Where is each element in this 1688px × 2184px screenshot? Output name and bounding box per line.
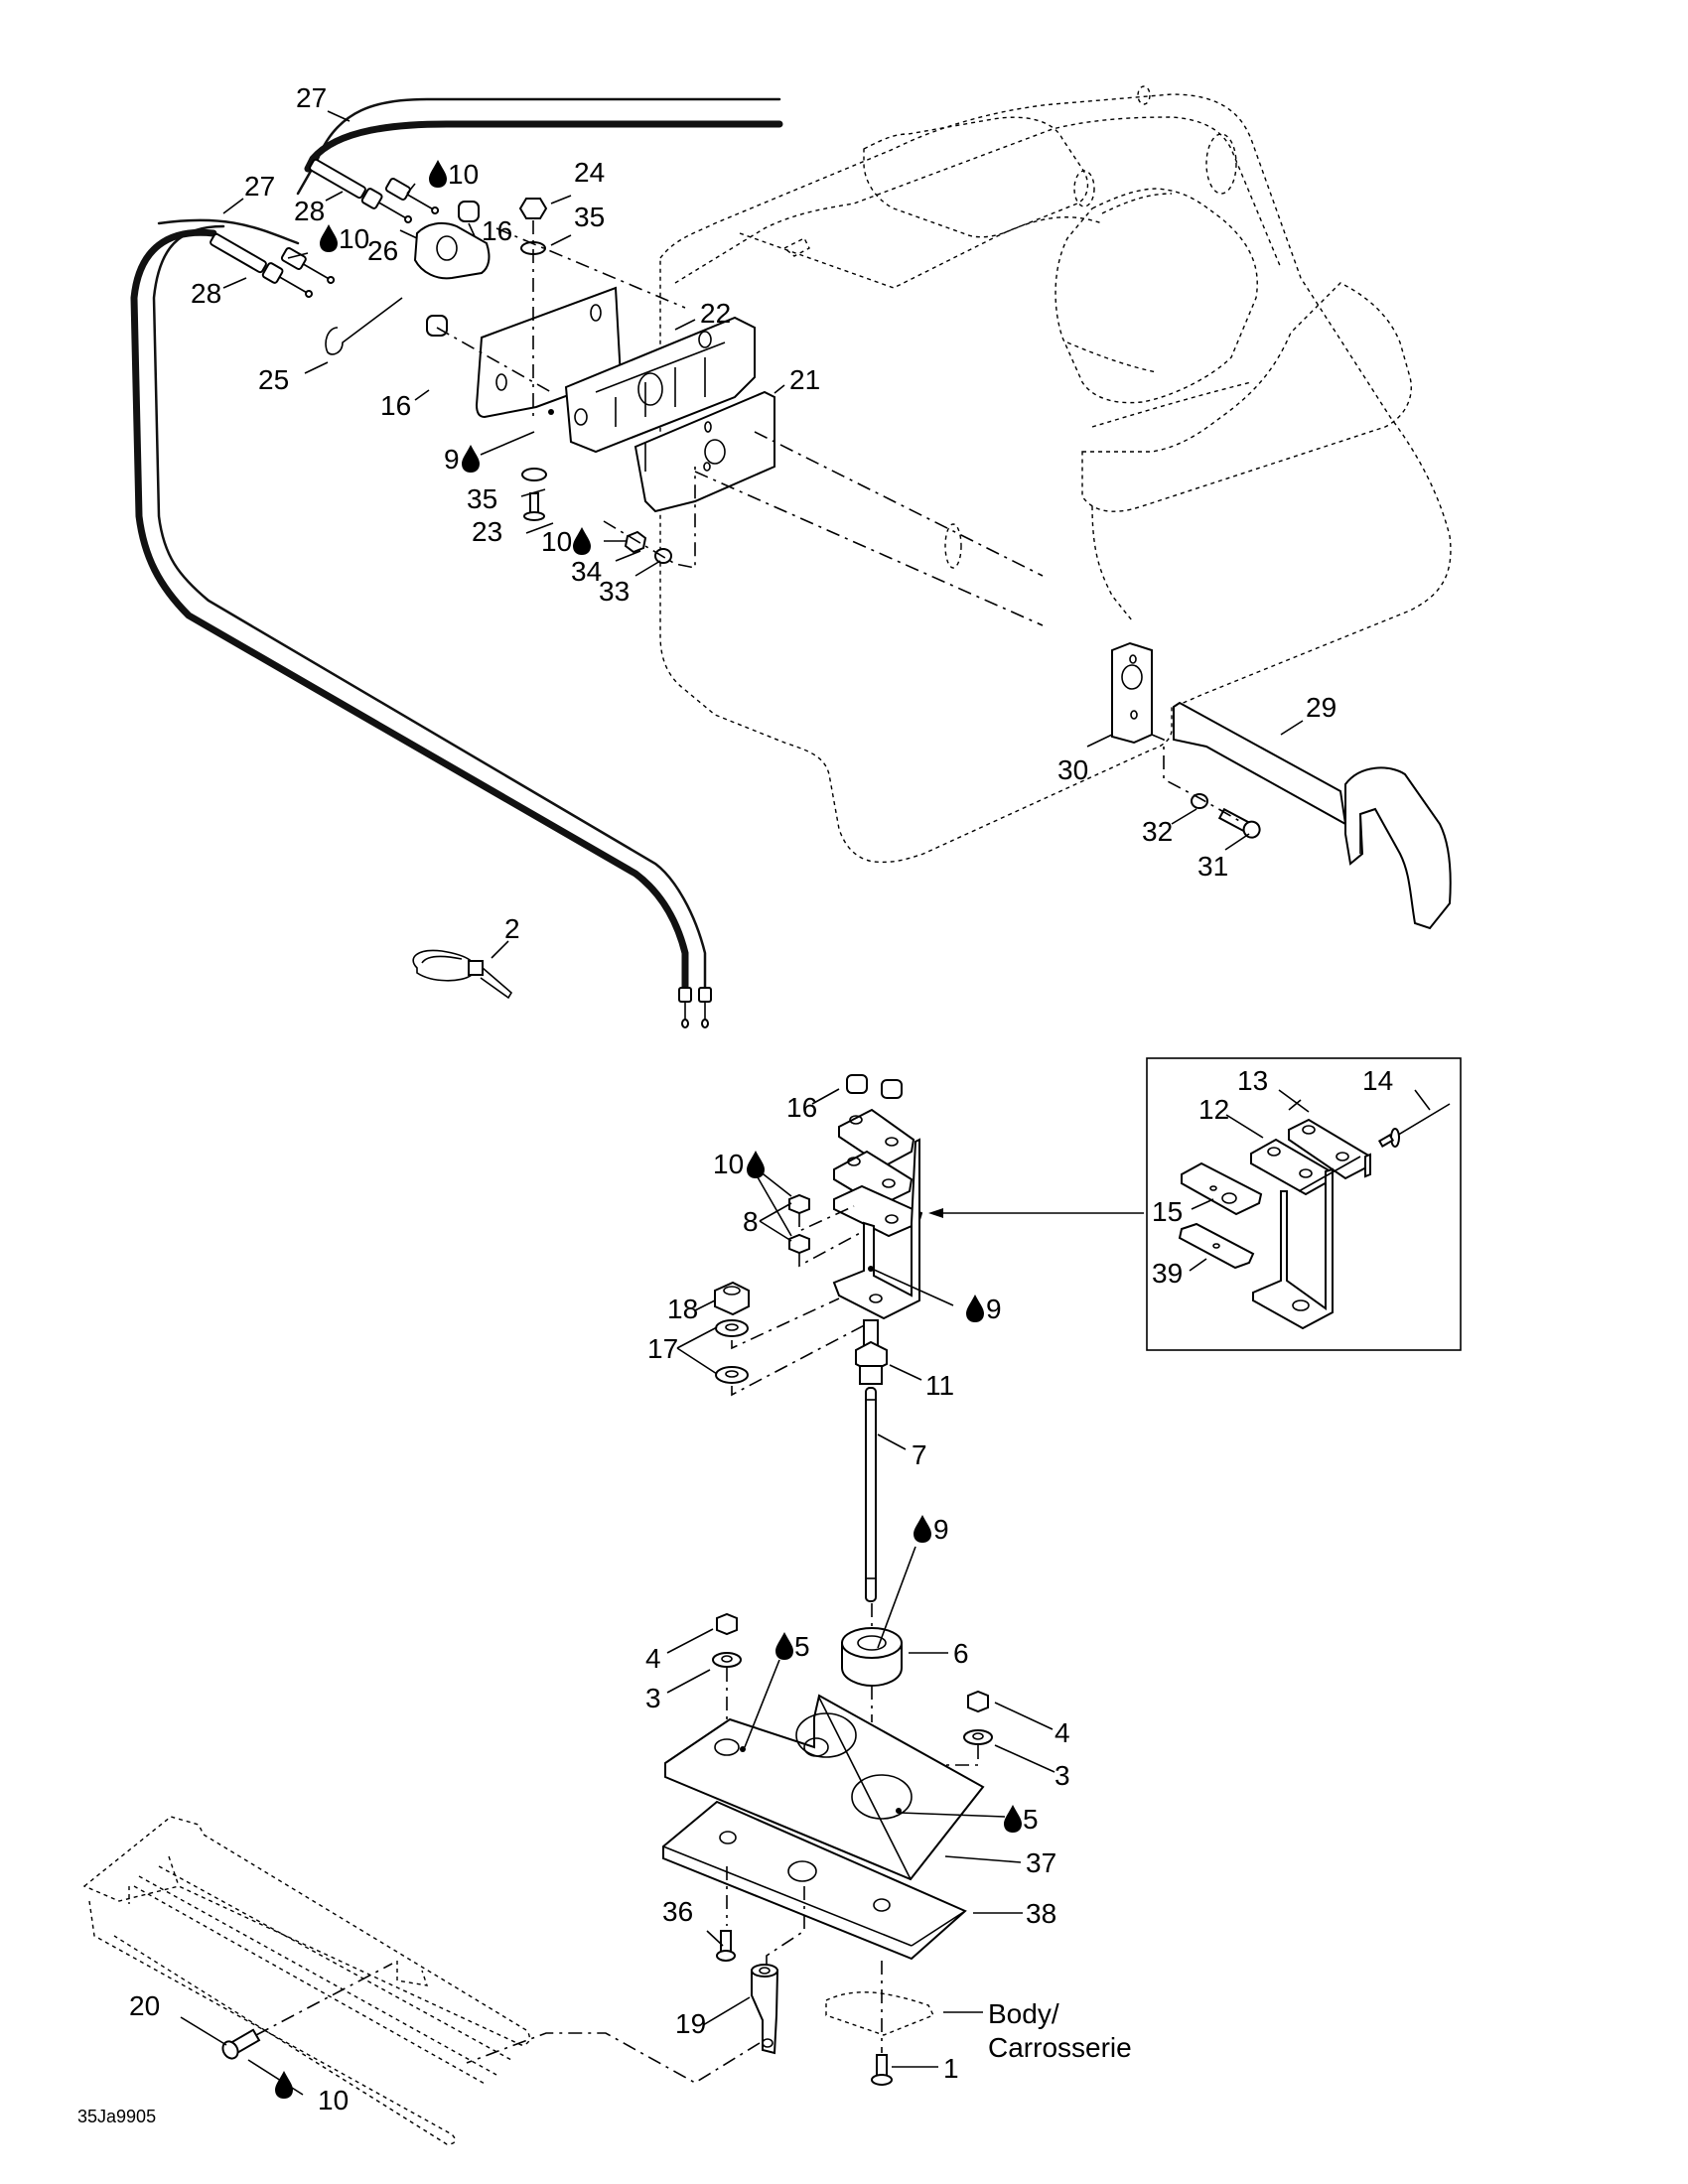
callout-28: 28 — [191, 278, 221, 309]
callout-4: 4 — [645, 1643, 661, 1674]
footrest-ghost — [82, 1816, 530, 2145]
callout-6: 6 — [953, 1638, 969, 1669]
callout-36: 36 — [662, 1896, 693, 1927]
callout-27: 27 — [244, 171, 275, 202]
callout-15: 15 — [1152, 1196, 1183, 1227]
callout-8: 8 — [743, 1206, 759, 1237]
drop-icon — [573, 527, 591, 555]
callout-21: 21 — [789, 364, 820, 395]
callout-11: 11 — [925, 1370, 954, 1401]
callout-20: 20 — [129, 1990, 160, 2021]
callout-16: 16 — [482, 215, 512, 246]
cables — [130, 97, 783, 992]
callout-37: 37 — [1026, 1847, 1056, 1878]
callout-22: 22 — [700, 298, 731, 329]
callout-33: 33 — [599, 576, 630, 607]
bolt-20 — [221, 1963, 393, 2060]
body-label: Body/ — [988, 1998, 1059, 2029]
callout-9: 9 — [986, 1294, 1002, 1324]
drop-icon — [914, 1515, 931, 1543]
bracket-assembly — [714, 1074, 1144, 1648]
callout-9: 9 — [444, 444, 460, 475]
hood-outline-ghost — [659, 85, 1452, 864]
drop-icon — [747, 1151, 765, 1178]
callout-35: 35 — [574, 202, 605, 232]
callout-2: 2 — [504, 913, 520, 944]
callout-25: 25 — [258, 364, 289, 395]
callout-5: 5 — [1023, 1804, 1039, 1835]
callout-29: 29 — [1306, 692, 1336, 723]
callout-5: 5 — [794, 1631, 810, 1662]
callout-34: 34 — [571, 556, 602, 587]
drop-icon — [275, 2071, 293, 2099]
drop-icon — [1004, 1805, 1022, 1833]
drop-icon — [429, 160, 447, 188]
callout-35: 35 — [467, 483, 497, 514]
cable-tie — [412, 949, 513, 1000]
callout-39: 39 — [1152, 1258, 1183, 1289]
callout-10: 10 — [318, 2085, 349, 2116]
callout-10: 10 — [448, 159, 479, 190]
callout-14: 14 — [1362, 1065, 1393, 1096]
callout-3: 3 — [1055, 1760, 1070, 1791]
callout-32: 32 — [1142, 816, 1173, 847]
callout-27: 27 — [296, 82, 327, 113]
drop-icon — [320, 224, 338, 252]
callout-10: 10 — [713, 1149, 744, 1179]
leader-lines — [180, 110, 1431, 2096]
callout-38: 38 — [1026, 1898, 1056, 1929]
callout-10: 10 — [339, 223, 369, 254]
callout-labels: 27 27 28 28 10 10 24 35 16 26 25 16 22 2… — [77, 82, 1393, 2126]
callout-28: 28 — [294, 196, 325, 226]
callout-17: 17 — [647, 1333, 678, 1364]
callout-19: 19 — [675, 2008, 706, 2039]
handle-assembly — [1111, 641, 1452, 930]
callout-16: 16 — [380, 390, 411, 421]
figure-reference-code: 35Ja9905 — [77, 2107, 156, 2126]
callout-12: 12 — [1198, 1094, 1229, 1125]
callout-7: 7 — [912, 1439, 927, 1470]
callout-30: 30 — [1057, 754, 1088, 785]
callout-1: 1 — [943, 2053, 959, 2084]
callout-18: 18 — [667, 1294, 698, 1324]
callout-23: 23 — [472, 516, 502, 547]
body-label-fr: Carrosserie — [988, 2032, 1132, 2063]
callout-26: 26 — [367, 235, 398, 266]
base-assembly — [466, 1612, 993, 2086]
callout-13: 13 — [1237, 1065, 1268, 1096]
drop-icon — [966, 1295, 984, 1322]
callout-10: 10 — [541, 526, 572, 557]
latch-assembly — [325, 198, 1044, 626]
callout-31: 31 — [1197, 851, 1228, 882]
drop-icon — [775, 1632, 793, 1660]
callout-3: 3 — [645, 1683, 661, 1713]
drop-icon — [462, 445, 480, 473]
cable-end-fittings — [210, 158, 712, 1028]
callout-9: 9 — [933, 1514, 949, 1545]
callout-4: 4 — [1055, 1717, 1070, 1748]
callout-24: 24 — [574, 157, 605, 188]
inset-detail — [1146, 1057, 1462, 1351]
callout-16: 16 — [786, 1092, 817, 1123]
